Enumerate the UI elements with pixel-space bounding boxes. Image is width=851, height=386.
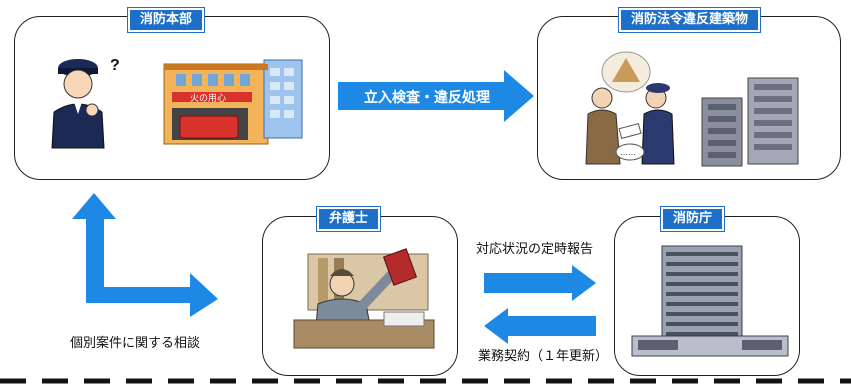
report-arrow — [484, 265, 596, 301]
lawyer-illustration — [293, 248, 435, 349]
lawyer-label: 弁護士 — [315, 206, 382, 232]
inspection-scene-illustration: …… — [585, 51, 675, 165]
violation-buildings-label: 消防法令違反建築物 — [617, 7, 762, 33]
dashed-divider — [0, 378, 851, 384]
contract-label: 業務契約（１年更新） — [478, 349, 609, 364]
fire-agency-label: 消防庁 — [659, 206, 726, 232]
inspection-arrow-label: 立入検査・違反処理 — [364, 90, 490, 106]
office-buildings-illustration — [701, 77, 799, 167]
fire-station-illustration: 火の用心 — [163, 59, 303, 145]
hq-label: 消防本部 — [126, 7, 206, 33]
officer-illustration: ? — [51, 57, 120, 149]
consult-arrow — [72, 193, 218, 317]
agency-building-illustration — [631, 245, 789, 357]
report-label: 対応状況の定時報告 — [476, 242, 594, 257]
speech-dots: …… — [620, 148, 636, 157]
consult-label: 個別案件に関する相談 — [70, 336, 201, 351]
contract-arrow — [484, 308, 596, 344]
inspection-arrow — [338, 70, 534, 122]
question-mark: ? — [110, 57, 120, 74]
station-sign: 火の用心 — [190, 93, 226, 104]
